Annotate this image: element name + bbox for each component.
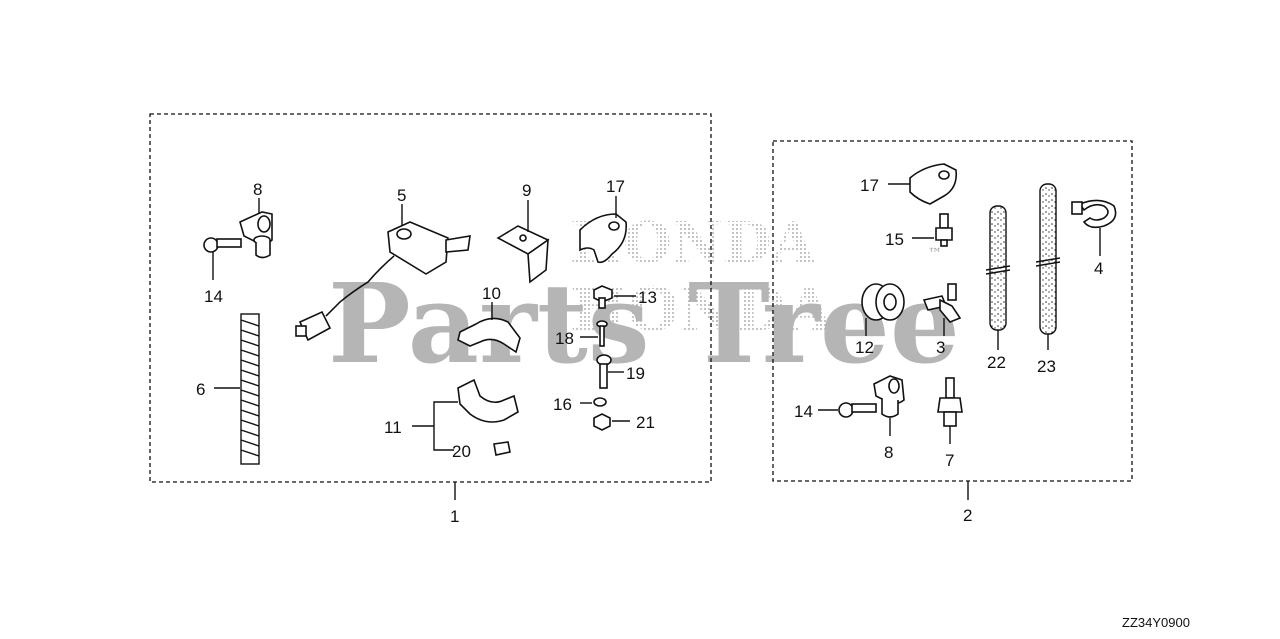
callout-19[interactable]: 19	[626, 364, 645, 383]
watermark-brand: Parts Tree	[328, 259, 960, 388]
callout-13[interactable]: 13	[638, 288, 657, 307]
callout-8a[interactable]: 8	[253, 180, 262, 199]
part-23-tube[interactable]	[1035, 183, 1061, 335]
part-5-switch-harness[interactable]	[295, 221, 471, 342]
watermark-maker-lower: HONDA	[570, 275, 834, 345]
callout-17b[interactable]: 17	[860, 176, 879, 195]
callout-10[interactable]: 10	[482, 284, 501, 303]
callout-5[interactable]: 5	[397, 186, 406, 205]
part-6-spiral-wrap[interactable]	[240, 313, 260, 465]
callout-20[interactable]: 20	[452, 442, 471, 461]
part-3-elbow[interactable]	[922, 283, 962, 323]
callout-4[interactable]: 4	[1094, 259, 1103, 278]
part-17-clamp-right[interactable]	[909, 163, 958, 205]
callout-16[interactable]: 16	[553, 395, 572, 414]
callout-17a[interactable]: 17	[606, 177, 625, 196]
part-9-bracket[interactable]	[496, 225, 550, 284]
callout-9[interactable]: 9	[522, 181, 531, 200]
callout-21[interactable]: 21	[636, 413, 655, 432]
part-14-bolt-right[interactable]	[838, 402, 877, 418]
watermark-tm: ™	[928, 246, 942, 262]
callout-14b[interactable]: 14	[794, 402, 813, 421]
part-8-clamp-right[interactable]	[873, 375, 905, 418]
callout-14a[interactable]: 14	[204, 287, 223, 306]
group-2-label[interactable]: 2	[963, 506, 972, 525]
part-20-nut[interactable]	[493, 441, 511, 456]
part-7-nozzle[interactable]	[937, 377, 963, 427]
callout-15[interactable]: 15	[885, 230, 904, 249]
group-box-1	[149, 113, 712, 483]
part-21-nut[interactable]	[593, 413, 611, 431]
callout-8b[interactable]: 8	[884, 443, 893, 462]
callout-7[interactable]: 7	[945, 451, 954, 470]
callout-23[interactable]: 23	[1037, 357, 1056, 376]
callout-18[interactable]: 18	[555, 329, 574, 348]
part-18-bolt[interactable]	[596, 320, 608, 347]
part-10-clamp-half[interactable]	[457, 317, 521, 354]
group-1-label[interactable]: 1	[450, 507, 459, 526]
part-4-clip[interactable]	[1071, 199, 1117, 229]
part-14-bolt[interactable]	[203, 237, 242, 253]
part-12-grommet[interactable]	[861, 283, 905, 321]
watermark: HONDA HONDA Parts Tree ™	[328, 210, 960, 388]
part-22-tube[interactable]	[985, 205, 1011, 331]
part-17-clamp-left[interactable]	[579, 213, 628, 264]
callout-11[interactable]: 11	[384, 418, 402, 437]
group-box-2	[772, 140, 1133, 482]
part-15-fitting[interactable]	[935, 213, 953, 247]
callout-3[interactable]: 3	[936, 338, 945, 357]
part-19-bolt[interactable]	[596, 354, 612, 389]
part-8-clamp[interactable]	[239, 211, 273, 259]
callout-12[interactable]: 12	[855, 338, 874, 357]
part-13-bolt[interactable]	[593, 285, 613, 309]
callout-6[interactable]: 6	[196, 380, 205, 399]
diagram-code: ZZ34Y0900	[1122, 615, 1190, 630]
callout-22[interactable]: 22	[987, 353, 1006, 372]
part-11-clamp-half[interactable]	[457, 378, 519, 423]
part-16-washer[interactable]	[593, 397, 607, 407]
